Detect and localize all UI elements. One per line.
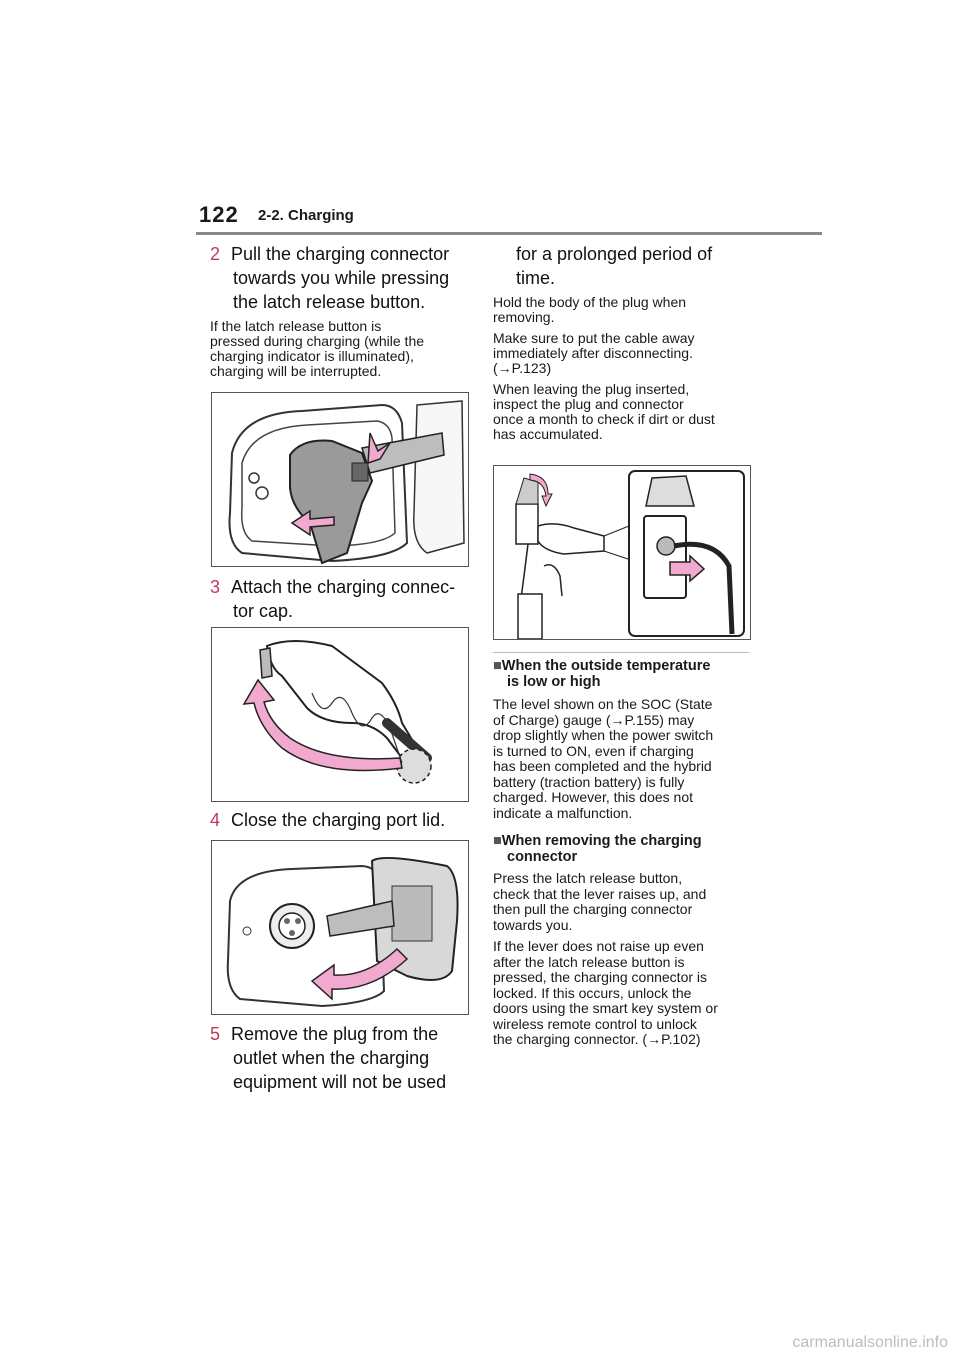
- heading-text: When removing the charging: [501, 833, 702, 849]
- figure-close-lid: [211, 840, 469, 1015]
- note-line: charging will be interrupted.: [210, 363, 382, 379]
- step-5: 5 Remove the plug from the outlet when t…: [210, 1022, 470, 1094]
- watermark: carmanualsonline.info: [792, 1334, 948, 1351]
- note-line: has accumulated.: [493, 426, 603, 442]
- para-line: towards you.: [493, 916, 573, 933]
- para-line: indicate a malfunction.: [493, 804, 633, 821]
- note-line: When leaving the plug inserted,: [493, 381, 690, 397]
- step-5-continued: for a prolonged period of time.: [493, 242, 753, 290]
- notes-plug: Hold the body of the plug when removing.…: [493, 295, 753, 442]
- step-4: 4 Close the charging port lid.: [210, 808, 470, 832]
- step-text: the latch release button.: [233, 292, 426, 312]
- paragraph-temperature: The level shown on the SOC (State of Cha…: [493, 696, 753, 821]
- paragraph-removing: Press the latch release button, check th…: [493, 870, 753, 1048]
- heading-removing: ■When removing the charging connector: [493, 833, 753, 865]
- heading-text: is low or high: [507, 674, 601, 690]
- step-text: time.: [516, 268, 556, 288]
- note-line: Hold the body of the plug when: [493, 294, 687, 310]
- note-line: Make sure to put the cable away: [493, 330, 695, 346]
- step-text: tor cap.: [233, 601, 294, 621]
- heading-temperature: ■When the outside temperature is low or …: [493, 658, 753, 690]
- step-number: 3: [210, 577, 221, 597]
- step-text: outlet when the charging: [233, 1048, 430, 1068]
- step-text: Attach the charging connec-: [231, 577, 456, 597]
- para-line: The level shown on the SOC (State: [493, 696, 713, 712]
- note-line: removing.: [493, 309, 555, 325]
- step-text: for a prolonged period of: [516, 244, 713, 264]
- para-line: charged. However, this does not: [493, 789, 694, 805]
- para-line: locked. If this occurs, unlock the: [493, 984, 692, 1001]
- heading-text: When the outside temperature: [501, 658, 711, 674]
- illustration-pull-connector: [228, 400, 465, 565]
- para-line: Press the latch release button,: [493, 870, 683, 886]
- step-number: 2: [210, 244, 221, 264]
- note-line: pressed during charging (while the: [210, 333, 425, 349]
- illustration-remove-plug: [515, 470, 745, 639]
- para-line: If the lever does not raise up even: [493, 938, 704, 954]
- para-line: is turned to ON, even if charging: [493, 742, 694, 759]
- header-rule: [196, 232, 822, 235]
- para-line: pressed, the charging connector is: [493, 969, 708, 985]
- note-line: inspect the plug and connector: [493, 396, 684, 412]
- divider: [493, 652, 749, 653]
- illustration-attach-cap: [242, 640, 432, 784]
- note-line: immediately after disconnecting.: [493, 345, 693, 361]
- note-line: charging indicator is illuminated),: [210, 348, 414, 364]
- para-line: doors using the smart key system or: [493, 1000, 718, 1016]
- para-line: of Charge) gauge (→P.155) may: [493, 711, 695, 728]
- para-line: battery (traction battery) is fully: [493, 773, 685, 790]
- step-number: 5: [210, 1024, 221, 1044]
- figure-pull-connector: [211, 392, 469, 567]
- para-line: the charging connector. (→P.102): [493, 1031, 701, 1047]
- para-line: after the latch release button is: [493, 953, 685, 970]
- step-number: 4: [210, 810, 221, 830]
- para-line: drop slightly when the power switch: [493, 727, 714, 743]
- step-text: Remove the plug from the: [231, 1024, 439, 1044]
- figure-attach-cap: [211, 627, 469, 802]
- illustration-close-lid: [226, 857, 459, 1008]
- para-line: then pull the charging connector: [493, 901, 693, 917]
- heading-text: connector: [507, 849, 578, 865]
- step-text: equipment will not be used: [233, 1072, 447, 1092]
- figure-remove-plug: [493, 465, 751, 640]
- step-text: Close the charging port lid.: [231, 810, 446, 830]
- step-2: 2 Pull the charging connector towards yo…: [210, 242, 470, 314]
- step-3: 3 Attach the charging connec- tor cap.: [210, 575, 470, 623]
- para-line: has been completed and the hybrid: [493, 758, 712, 774]
- note-latch: If the latch release button is pressed d…: [210, 319, 470, 379]
- step-text: Pull the charging connector: [231, 244, 450, 264]
- note-line: once a month to check if dirt or dust: [493, 411, 715, 427]
- note-line: (→P.123): [493, 360, 552, 376]
- step-text: towards you while pressing: [233, 268, 450, 288]
- section-title: 2-2. Charging: [258, 207, 354, 224]
- para-line: wireless remote control to unlock: [493, 1015, 697, 1032]
- bullet-square-icon: ■: [493, 833, 502, 849]
- page-number: 122: [199, 202, 239, 227]
- para-line: check that the lever raises up, and: [493, 885, 707, 902]
- note-line: If the latch release button is: [210, 318, 382, 334]
- bullet-square-icon: ■: [493, 658, 502, 674]
